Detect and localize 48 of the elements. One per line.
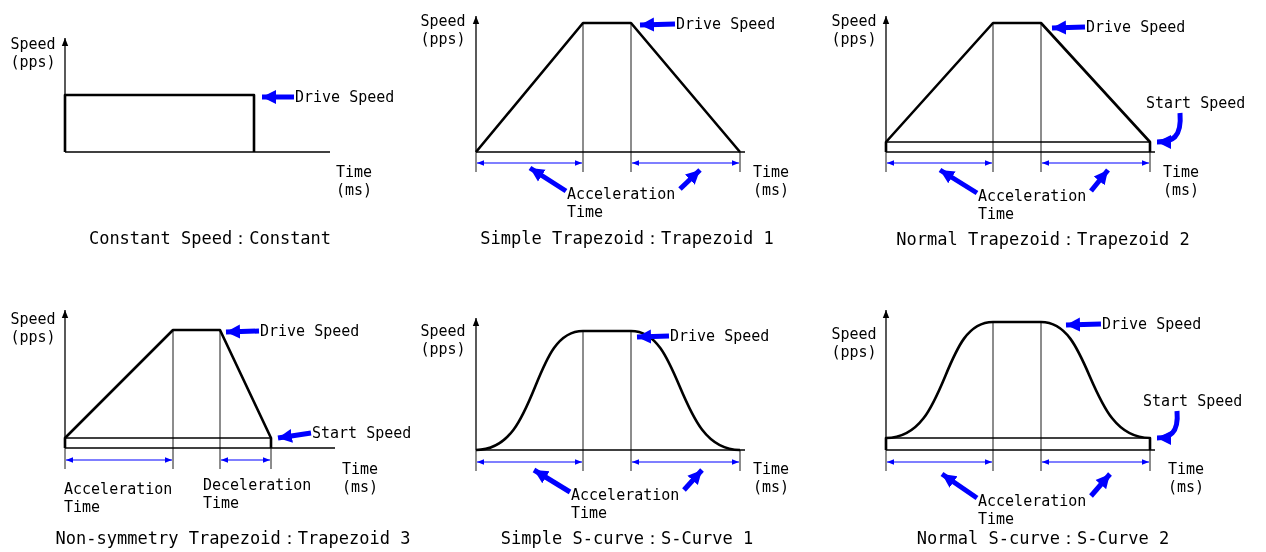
annotation-label: Acceleration Time [978, 187, 1090, 223]
caption: Non-symmetry Trapezoid：Trapezoid 3 [54, 529, 412, 547]
axis-label: Speed (pps) [419, 322, 467, 358]
caption: Simple Trapezoid：Trapezoid 1 [479, 229, 775, 247]
axis-label: Time (ms) [751, 163, 791, 199]
caption: Normal S-curve：S-Curve 2 [915, 529, 1171, 547]
caption: Normal Trapezoid：Trapezoid 2 [895, 230, 1191, 248]
speed-label: Start Speed [1146, 94, 1261, 112]
annotation-label: Acceleration Time [571, 486, 683, 522]
axis-label: Time (ms) [1166, 460, 1206, 496]
speed-label: Drive Speed [260, 322, 375, 340]
leader-arrow [682, 468, 704, 492]
axis-label: Time (ms) [334, 163, 374, 199]
axis-label: Speed (pps) [830, 325, 878, 361]
axis-label: Time (ms) [1161, 163, 1201, 199]
axis-label: Speed (pps) [830, 12, 878, 48]
speed-label: Drive Speed [1086, 18, 1201, 36]
leader-arrow [277, 429, 312, 443]
axis-label: Time (ms) [751, 460, 791, 496]
leader-arrow [225, 324, 260, 339]
speed-label: Start Speed [1143, 392, 1258, 410]
leader-arrow [532, 467, 572, 495]
leader-arrow [528, 165, 568, 194]
axis-label: Speed (pps) [9, 35, 57, 71]
annotation-label: Acceleration Time [567, 185, 679, 221]
annotation-label: Acceleration Time [978, 492, 1090, 528]
leader-arrow [262, 90, 294, 104]
leader-arrow [678, 168, 702, 191]
axis-label: Time (ms) [340, 460, 380, 496]
leader-arrow [940, 471, 979, 501]
speed-label: Start Speed [312, 424, 427, 442]
speed-label: Drive Speed [1102, 315, 1217, 333]
leader-arrow [636, 329, 670, 344]
leader-arrow [1051, 20, 1086, 35]
caption: Constant Speed：Constant [87, 229, 333, 247]
axis-label: Speed (pps) [9, 310, 57, 346]
annotation-label: Deceleration Time [203, 476, 313, 512]
axis-label: Speed (pps) [419, 12, 467, 48]
leader-arrow [1065, 317, 1102, 332]
leader-arrow [639, 17, 676, 32]
annotation-label: Acceleration Time [64, 480, 174, 516]
leader-arrow [938, 167, 979, 196]
speed-label: Drive Speed [676, 15, 791, 33]
speed-label: Drive Speed [295, 88, 410, 106]
leader-arrow [1089, 168, 1110, 193]
speed-label: Drive Speed [670, 327, 785, 345]
leader-arrow [1089, 472, 1112, 498]
caption: Simple S-curve：S-Curve 1 [499, 529, 755, 547]
